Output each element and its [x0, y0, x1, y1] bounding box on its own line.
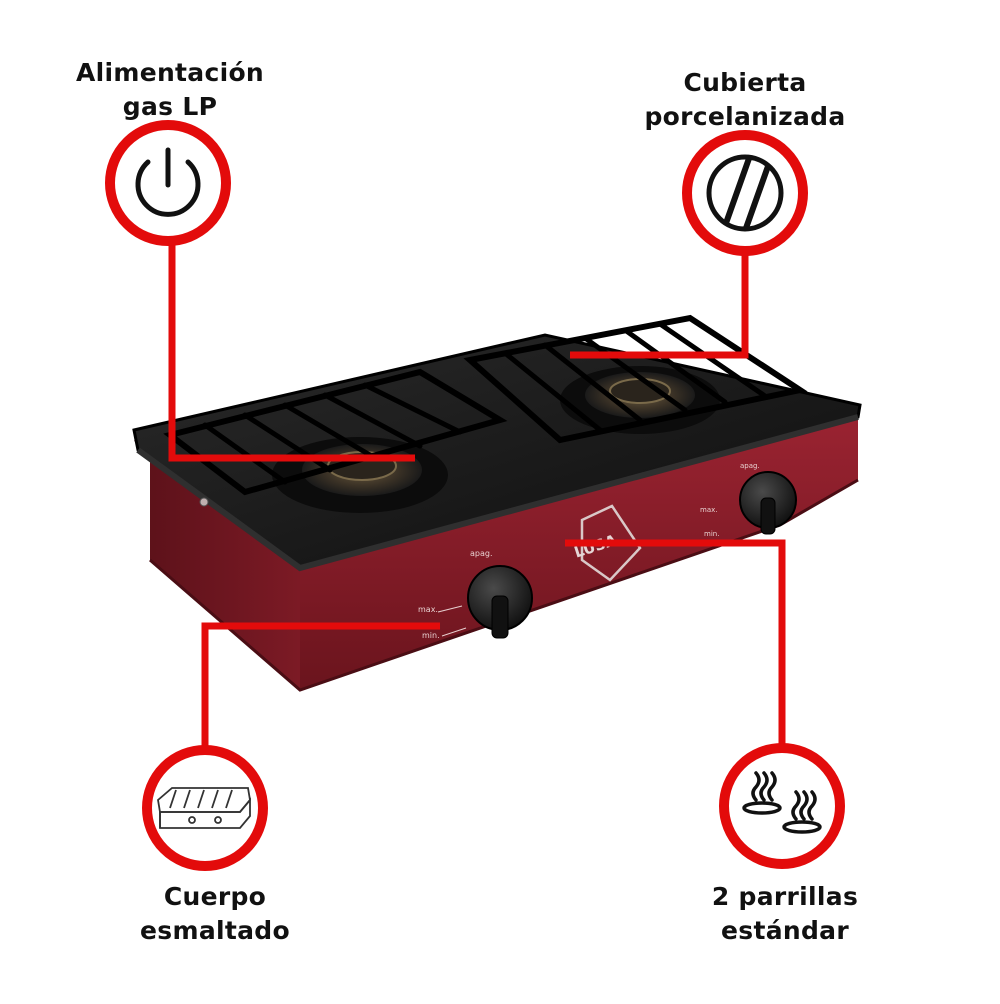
callout-label-body: Cuerpo esmaltado [100, 880, 330, 948]
leader-line-body [201, 622, 440, 752]
callout-label-cover-line1: Cubierta [683, 68, 807, 97]
knob-left-label-min: min. [422, 631, 440, 640]
knob-left[interactable]: apag. max. min. [418, 549, 533, 640]
power-icon [135, 147, 201, 217]
knob-right-label-max: max. [700, 506, 717, 514]
stove-outline-icon [157, 787, 251, 829]
leader-line-power [168, 240, 415, 462]
callout-label-burners-line1: 2 parrillas [711, 882, 859, 911]
knob-right[interactable]: apag. max. min. [700, 462, 797, 538]
callout-circle-body [142, 745, 268, 871]
knob-left-label-top: apag. [470, 549, 493, 558]
stove-product-image: LUSA apag. max. min. apag. max. min. [132, 314, 862, 692]
porcelain-cover-icon [706, 154, 784, 232]
callout-circle-burners [719, 743, 845, 869]
grate-right [463, 314, 808, 444]
callout-circle-power [105, 120, 231, 246]
stove-front-panel [150, 417, 858, 690]
knob-left-label-max: max. [418, 605, 438, 614]
knob-right-label-top: apag. [740, 462, 760, 470]
callout-label-body-line1: Cuerpo [163, 882, 267, 911]
knob-right-label-min: min. [704, 530, 719, 538]
grate-left [163, 368, 508, 496]
callout-label-power-line2: gas LP [122, 92, 218, 121]
callout-label-cover-line2: porcelanizada [644, 102, 846, 131]
callout-label-burners-line2: estándar [721, 916, 849, 945]
callout-label-power-line1: Alimentación [75, 58, 265, 87]
callout-label-cover: Cubierta porcelanizada [620, 66, 870, 134]
leader-line-cover [570, 252, 749, 359]
leader-line-burners [565, 539, 786, 748]
callout-leader-lines [168, 240, 786, 752]
callout-label-power: Alimentación gas LP [40, 56, 300, 124]
callout-label-burners: 2 parrillas estándar [670, 880, 900, 948]
callout-circle-cover [682, 130, 808, 256]
callout-label-body-line2: esmaltado [140, 916, 290, 945]
burners-icon [742, 771, 822, 834]
